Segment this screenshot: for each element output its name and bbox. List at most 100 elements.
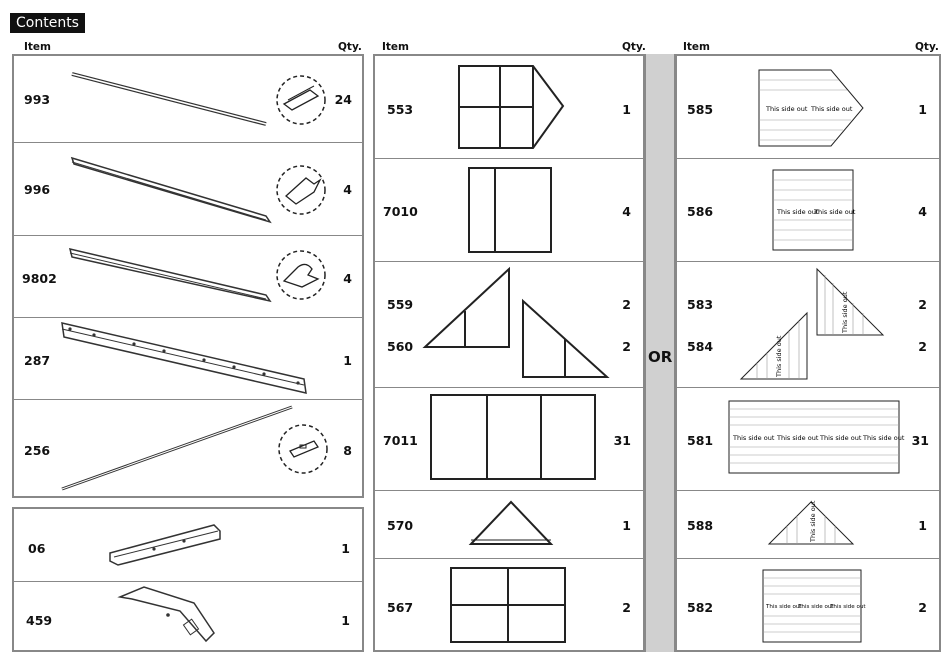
bracket-459-drawing — [117, 586, 215, 643]
side-label: This side out — [813, 208, 856, 216]
left-item-header: Item — [24, 41, 51, 53]
item-qty: 2 — [622, 600, 631, 615]
item-code: 7011 — [383, 433, 418, 448]
item-code: 570 — [387, 518, 414, 533]
triangle-panels-559-560-drawing — [422, 266, 610, 378]
bar-996-drawing — [70, 156, 326, 224]
item-code-secondary: 560 — [387, 339, 414, 354]
rail-287-drawing — [61, 322, 307, 394]
list-item: 570 1 — [375, 490, 643, 559]
item-qty: 31 — [613, 433, 631, 448]
item-qty: 4 — [343, 271, 352, 286]
side-label: This side out — [797, 604, 834, 610]
list-item: 9802 4 — [14, 235, 362, 318]
gable-triangle-570-drawing — [468, 500, 554, 545]
triangle-sheets-583-584-drawing: This side out This side out — [739, 267, 885, 380]
side-label: This side out — [732, 434, 775, 442]
list-item: 7010 4 — [375, 158, 643, 262]
side-label: This side out — [810, 105, 853, 113]
list-item: 588 1 This side out — [677, 490, 939, 559]
list-item: 585 1 This side out This side out — [677, 56, 939, 159]
list-item: 7011 31 — [375, 387, 643, 491]
frame-7011-drawing — [430, 394, 596, 480]
item-qty: 1 — [341, 541, 350, 556]
item-code: 553 — [387, 102, 414, 117]
left-top-panel: 993 24 996 4 9802 4 287 1 — [12, 54, 364, 498]
item-code: 583 — [687, 297, 714, 312]
sheet-586-drawing: This side out This side out — [772, 169, 856, 251]
right-qty-header: Qty. — [915, 41, 939, 53]
item-code: 996 — [24, 182, 51, 197]
item-code: 7010 — [383, 204, 418, 219]
item-qty: 1 — [343, 353, 352, 368]
item-code: 9802 — [22, 271, 57, 286]
item-qty: 4 — [918, 204, 927, 219]
side-label: This side out — [819, 434, 862, 442]
item-code: 459 — [26, 613, 53, 628]
side-label: This side out — [765, 604, 802, 610]
left-qty-header: Qty. — [338, 41, 362, 53]
item-qty: 1 — [622, 102, 631, 117]
frame-7010-drawing — [468, 167, 552, 253]
sheet-581-drawing: This side out This side out This side ou… — [728, 400, 905, 474]
item-qty: 1 — [918, 102, 927, 117]
gable-panel-553-drawing — [458, 65, 565, 149]
item-code: 581 — [687, 433, 714, 448]
middle-item-header: Item — [382, 41, 409, 53]
list-item: 582 2 This side out This side out This s… — [677, 558, 939, 650]
item-qty-secondary: 2 — [918, 339, 927, 354]
middle-qty-header: Qty. — [622, 41, 646, 53]
side-label: This side out — [765, 105, 808, 113]
right-panel: 585 1 This side out This side out 586 4 … — [675, 54, 941, 652]
item-qty: 1 — [341, 613, 350, 628]
item-code: 582 — [687, 600, 714, 615]
item-qty: 2 — [918, 297, 927, 312]
side-label: This side out — [776, 208, 819, 216]
item-qty: 2 — [918, 600, 927, 615]
item-code: 06 — [28, 541, 46, 556]
gable-sheet-585-drawing: This side out This side out — [758, 69, 864, 147]
item-qty: 4 — [622, 204, 631, 219]
list-item: 459 1 — [14, 581, 362, 651]
list-item: 287 1 — [14, 317, 362, 400]
item-qty: 1 — [622, 518, 631, 533]
side-label: This side out — [841, 291, 849, 334]
side-label: This side out — [829, 604, 866, 610]
item-qty: 4 — [343, 182, 352, 197]
item-qty: 31 — [911, 433, 929, 448]
side-label: This side out — [862, 434, 905, 442]
item-code: 588 — [687, 518, 714, 533]
list-item: 256 8 — [14, 399, 362, 496]
right-item-header: Item — [683, 41, 710, 53]
list-item: 993 24 — [14, 56, 362, 143]
list-item: 583 2 584 2 This side out This side out — [677, 261, 939, 388]
item-code: 256 — [24, 443, 51, 458]
item-code: 585 — [687, 102, 714, 117]
frame-567-drawing — [450, 567, 566, 643]
item-qty: 24 — [334, 92, 352, 107]
item-qty: 2 — [622, 297, 631, 312]
page-title: Contents — [10, 13, 85, 33]
item-qty: 8 — [343, 443, 352, 458]
rod-993-drawing — [71, 72, 326, 126]
item-code: 567 — [387, 600, 414, 615]
side-label: This side out — [776, 434, 819, 442]
item-code: 586 — [687, 204, 714, 219]
list-item: 567 2 — [375, 558, 643, 650]
left-bottom-panel: 06 1 459 1 — [12, 507, 364, 652]
item-code: 993 — [24, 92, 51, 107]
list-item: 586 4 This side out This side out — [677, 158, 939, 262]
bracket-06-drawing — [109, 524, 221, 566]
list-item: 559 2 560 2 — [375, 261, 643, 388]
item-code-secondary: 584 — [687, 339, 714, 354]
list-item: 581 31 This side out This side out This … — [677, 387, 939, 491]
bar-9802-drawing — [68, 247, 326, 303]
side-label: This side out — [775, 335, 783, 378]
sheet-582-drawing: This side out This side out This side ou… — [762, 569, 866, 643]
list-item: 06 1 — [14, 509, 362, 582]
item-qty-secondary: 2 — [622, 339, 631, 354]
list-item: 553 1 — [375, 56, 643, 159]
gable-sheet-588-drawing: This side out — [767, 500, 855, 545]
item-code: 559 — [387, 297, 414, 312]
middle-panel: 553 1 7010 4 559 2 560 2 7011 31 — [373, 54, 645, 652]
